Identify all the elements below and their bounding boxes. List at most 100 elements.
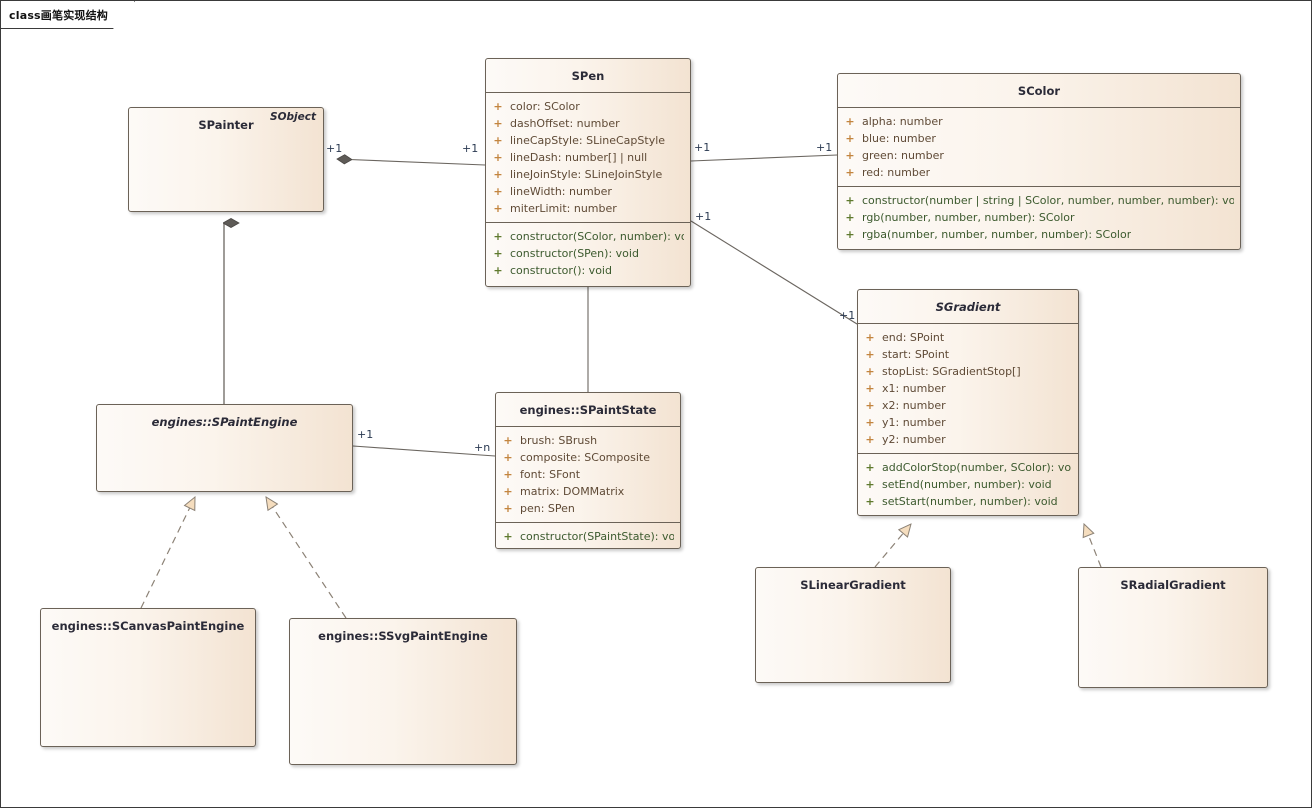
attribute-row: +matrix: DOMMatrix bbox=[496, 483, 680, 500]
class-operations-sgradient: + addColorStop(number, SColor): void +set… bbox=[858, 454, 1078, 515]
class-header-ssvgpaintengine: engines::SSvgPaintEngine bbox=[290, 619, 516, 652]
class-box-slineargradient[interactable]: SLinearGradient bbox=[755, 567, 951, 683]
attribute-text: blue: number bbox=[862, 132, 936, 145]
attribute-text: miterLimit: number bbox=[510, 202, 617, 215]
attribute-row: +start: SPoint bbox=[858, 346, 1078, 363]
attribute-row: + lineJoinStyle: SLineJoinStyle bbox=[486, 166, 690, 183]
operation-row: +constructor(SPen): void bbox=[486, 245, 690, 262]
visibility-marker: + bbox=[865, 399, 875, 412]
attribute-row: + x2: number bbox=[858, 397, 1078, 414]
attribute-row: + y2: number bbox=[858, 431, 1078, 448]
attribute-row: +blue: number bbox=[838, 130, 1240, 147]
visibility-marker: + bbox=[865, 461, 875, 474]
attribute-text: pen: SPen bbox=[520, 502, 575, 515]
attribute-text: x2: number bbox=[882, 399, 946, 412]
class-operations-spen: +constructor(SColor, number): void +cons… bbox=[486, 223, 690, 284]
class-name-ssvgpaintengine: engines::SSvgPaintEngine bbox=[318, 628, 488, 643]
divider bbox=[838, 107, 1240, 108]
attribute-row: +red: number bbox=[838, 164, 1240, 181]
link-radial-realization bbox=[1084, 524, 1102, 568]
visibility-marker: + bbox=[845, 194, 855, 207]
class-box-spen[interactable]: SPen +color: SColor +dashOffset: number … bbox=[485, 58, 691, 287]
visibility-marker: + bbox=[503, 451, 513, 464]
attribute-row: +green: number bbox=[838, 147, 1240, 164]
attribute-text: font: SFont bbox=[520, 468, 581, 481]
visibility-marker: + bbox=[503, 485, 513, 498]
visibility-marker: + bbox=[503, 468, 513, 481]
divider bbox=[496, 522, 680, 523]
attribute-row: + color: SColor bbox=[486, 98, 690, 115]
operation-row: +constructor(SPaintState): void bbox=[496, 528, 680, 545]
class-box-ssvgpaintengine[interactable]: engines::SSvgPaintEngine bbox=[289, 618, 517, 765]
class-name-sradialgradient: SRadialGradient bbox=[1120, 577, 1226, 592]
attribute-text: alpha: number bbox=[862, 115, 943, 128]
link-canvas-realization bbox=[140, 497, 196, 609]
class-box-spainter[interactable]: SObject SPainter bbox=[128, 107, 324, 212]
operation-text: rgb(number, number, number): SColor bbox=[862, 211, 1075, 224]
link-pen-color bbox=[690, 154, 838, 162]
visibility-marker: + bbox=[493, 168, 503, 181]
class-name-scolor: SColor bbox=[1017, 83, 1061, 98]
operation-row: +setStart(number, number): void bbox=[858, 493, 1078, 510]
class-header-sgradient: SGradient bbox=[858, 290, 1078, 323]
visibility-marker: + bbox=[493, 202, 503, 215]
attribute-row: +dashOffset: number bbox=[486, 115, 690, 132]
visibility-marker: + bbox=[493, 100, 503, 113]
visibility-marker: + bbox=[493, 185, 503, 198]
visibility-marker: + bbox=[845, 166, 855, 179]
class-box-sradialgradient[interactable]: SRadialGradient bbox=[1078, 567, 1268, 688]
class-box-spaintengine[interactable]: engines::SPaintEngine bbox=[96, 404, 353, 492]
class-attributes-spaintstate: +brush: SBrush +composite: SComposite +f… bbox=[496, 427, 680, 522]
class-box-scanvaspaintengine[interactable]: engines::SCanvasPaintEngine bbox=[40, 608, 256, 747]
attribute-text: y1: number bbox=[882, 416, 946, 429]
visibility-marker: + bbox=[493, 247, 503, 260]
class-attributes-spen: +color: SColor +dashOffset: number +line… bbox=[486, 93, 690, 222]
attribute-row: +x1: number bbox=[858, 380, 1078, 397]
link-pen-gradient bbox=[690, 220, 858, 325]
attribute-text: lineWidth: number bbox=[510, 185, 612, 198]
attribute-row: +end: SPoint bbox=[858, 329, 1078, 346]
operation-text: addColorStop(number, SColor): void bbox=[882, 461, 1072, 474]
visibility-marker: + bbox=[865, 416, 875, 429]
attribute-row: +stopList: SGradientStop[] bbox=[858, 363, 1078, 380]
operation-row: +constructor(SColor, number): void bbox=[486, 228, 690, 245]
class-box-scolor[interactable]: SColor +alpha: number +blue: number +gre… bbox=[837, 73, 1241, 250]
attribute-text: lineCapStyle: SLineCapStyle bbox=[510, 134, 666, 147]
class-name-spaintengine: engines::SPaintEngine bbox=[151, 414, 298, 429]
class-header-sradialgradient: SRadialGradient bbox=[1079, 568, 1267, 601]
class-operations-scolor: +constructor(number | string | SColor, n… bbox=[838, 187, 1240, 248]
visibility-marker: + bbox=[845, 149, 855, 162]
multiplicity-pen-right-gradient: +1 bbox=[695, 210, 712, 223]
class-box-sgradient[interactable]: SGradient +end: SPoint +start: SPoint +s… bbox=[857, 289, 1079, 516]
multiplicity-pen-right-color: +1 bbox=[694, 141, 711, 154]
multiplicity-painter-right: +1 bbox=[326, 142, 343, 155]
operation-text: constructor(): void bbox=[510, 264, 612, 277]
class-name-sgradient: SGradient bbox=[935, 299, 1001, 314]
visibility-marker: + bbox=[865, 433, 875, 446]
class-box-spaintstate[interactable]: engines::SPaintState +brush: SBrush +com… bbox=[495, 392, 681, 549]
attribute-row: +alpha: number bbox=[838, 113, 1240, 130]
link-engine-state bbox=[352, 445, 496, 457]
attribute-row: +lineDash: number[] | null bbox=[486, 149, 690, 166]
multiplicity-engine-right: +1 bbox=[357, 428, 374, 441]
operation-text: rgba(number, number, number, number): SC… bbox=[862, 228, 1132, 241]
visibility-marker: + bbox=[865, 495, 875, 508]
attribute-text: color: SColor bbox=[510, 100, 580, 113]
visibility-marker: + bbox=[865, 348, 875, 361]
attribute-row: +pen: SPen bbox=[496, 500, 680, 517]
class-header-spaintstate: engines::SPaintState bbox=[496, 393, 680, 426]
class-header-slineargradient: SLinearGradient bbox=[756, 568, 950, 601]
visibility-marker: + bbox=[493, 117, 503, 130]
operation-row: + addColorStop(number, SColor): void bbox=[858, 459, 1078, 476]
visibility-marker: + bbox=[865, 478, 875, 491]
attribute-row: +composite: SComposite bbox=[496, 449, 680, 466]
attribute-text: x1: number bbox=[882, 382, 946, 395]
attribute-row: + miterLimit: number bbox=[486, 200, 690, 217]
attribute-row: + lineWidth: number bbox=[486, 183, 690, 200]
attribute-text: stopList: SGradientStop[] bbox=[882, 365, 1021, 378]
class-attributes-sgradient: +end: SPoint +start: SPoint +stopList: S… bbox=[858, 324, 1078, 453]
attribute-text: y2: number bbox=[882, 433, 946, 446]
attribute-text: lineJoinStyle: SLineJoinStyle bbox=[510, 168, 663, 181]
multiplicity-color-left: +1 bbox=[816, 141, 833, 154]
